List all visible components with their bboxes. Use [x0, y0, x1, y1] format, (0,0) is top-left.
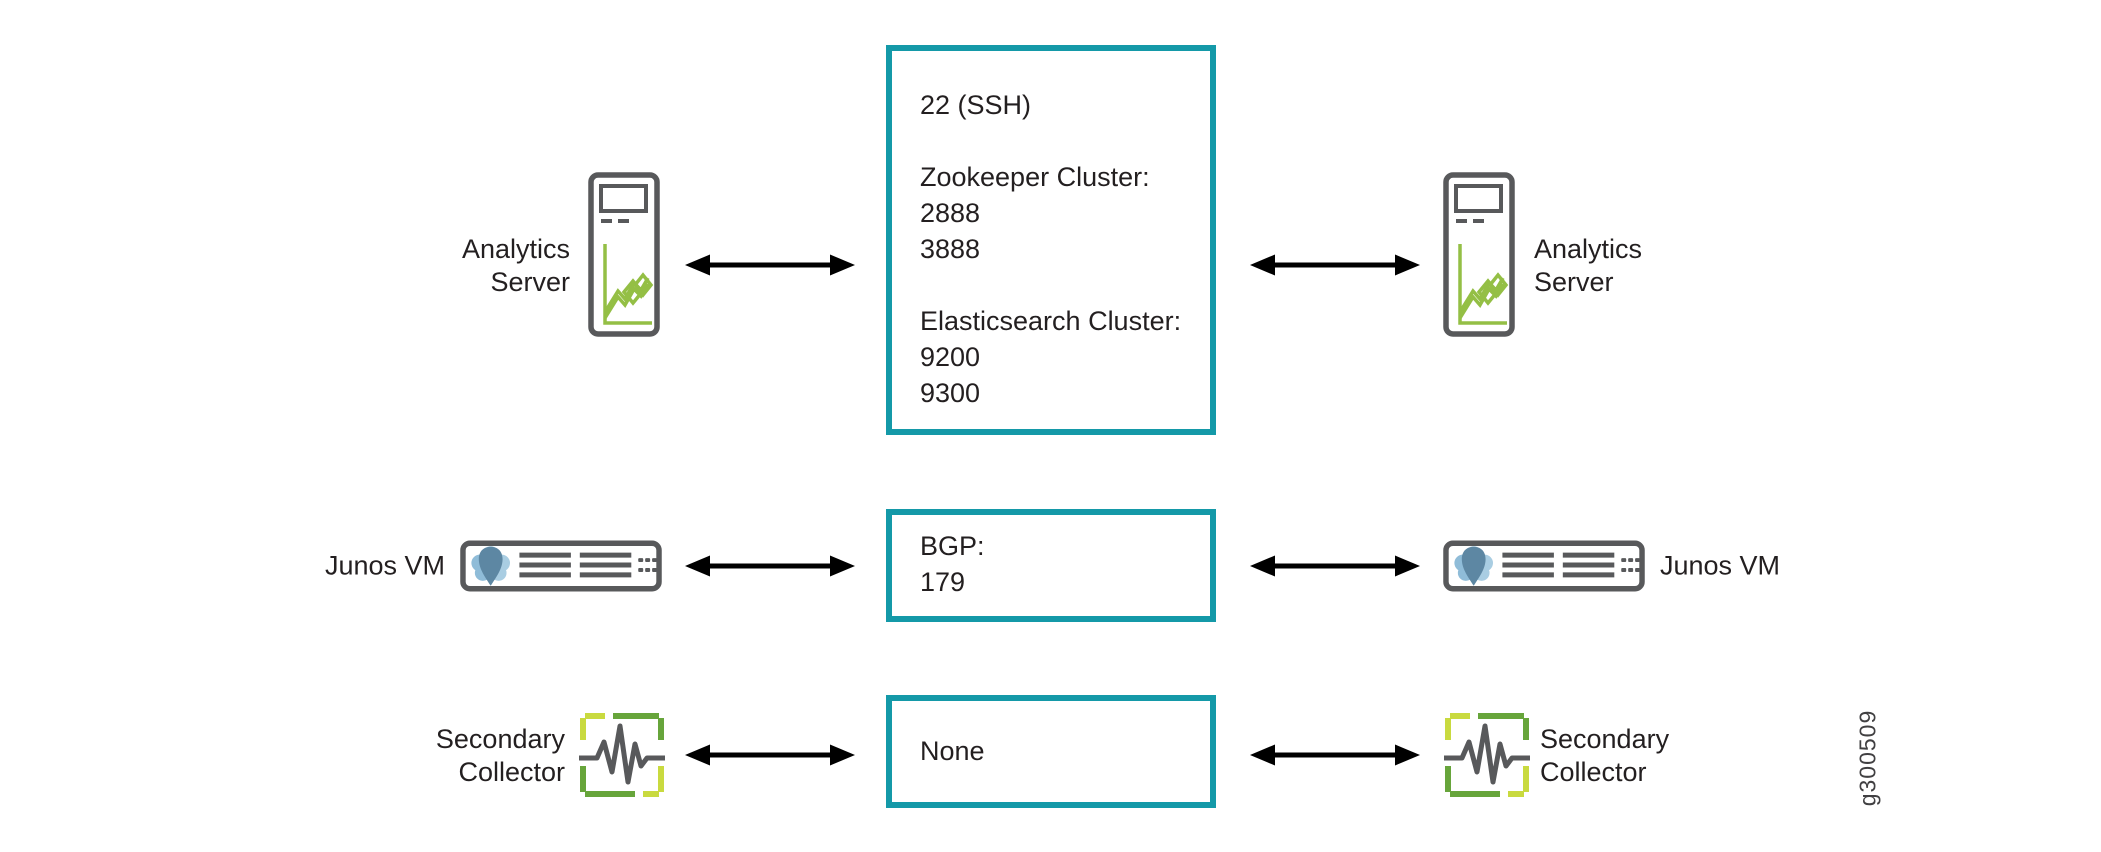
- label-line: Server: [490, 267, 570, 297]
- left-label-secondary-collector: Secondary Collector: [436, 723, 565, 789]
- bidirectional-arrow-icon: [1250, 553, 1420, 579]
- bidirectional-arrow-icon: [685, 553, 855, 579]
- port-entry: 22 (SSH): [920, 90, 1032, 120]
- port-entry: 179: [920, 567, 966, 597]
- port-entry: 9200: [920, 342, 981, 372]
- bidirectional-arrow-icon: [1250, 252, 1420, 278]
- label-line: Secondary: [1540, 724, 1670, 754]
- analytics-server-icon: [1443, 172, 1515, 337]
- label-line: Collector: [1540, 757, 1647, 787]
- label-line: Server: [1534, 267, 1614, 297]
- right-label-junos-vm: Junos VM: [1660, 550, 1780, 583]
- right-label-secondary-collector: Secondary Collector: [1540, 723, 1669, 789]
- port-entry: 9300: [920, 378, 981, 408]
- bidirectional-arrow-icon: [685, 742, 855, 768]
- left-label-junos-vm: Junos VM: [325, 550, 445, 583]
- bidirectional-arrow-icon: [1250, 742, 1420, 768]
- junos-vm-icon: [1443, 540, 1645, 592]
- secondary-collector-icon: [578, 711, 666, 799]
- port-entry: Zookeeper Cluster:: [920, 162, 1150, 192]
- port-entry: 3888: [920, 234, 981, 264]
- label-line: Analytics: [1534, 234, 1643, 264]
- ports-box-secondary-collector: None: [886, 695, 1216, 808]
- port-entry: None: [920, 736, 985, 766]
- secondary-collector-icon: [1443, 711, 1531, 799]
- analytics-server-icon: [588, 172, 660, 337]
- label-line: Collector: [458, 757, 565, 787]
- spacer-line: [920, 267, 1196, 303]
- label-line: Secondary: [435, 724, 565, 754]
- junos-vm-icon: [460, 540, 662, 592]
- right-label-analytics-server: Analytics Server: [1534, 233, 1642, 299]
- ports-box-junos-vm: BGP: 179: [886, 509, 1216, 622]
- bidirectional-arrow-icon: [685, 252, 855, 278]
- spacer-line: [920, 123, 1196, 159]
- port-entry: BGP:: [920, 531, 985, 561]
- ports-box-analytics: 22 (SSH) Zookeeper Cluster: 2888 3888 El…: [886, 45, 1216, 435]
- port-entry: 2888: [920, 198, 981, 228]
- figure-id-watermark: g300509: [1854, 709, 1881, 807]
- port-entry: Elasticsearch Cluster:: [920, 306, 1182, 336]
- label-line: Analytics: [461, 234, 570, 264]
- label-line: Junos VM: [324, 550, 445, 581]
- left-label-analytics-server: Analytics Server: [462, 233, 570, 299]
- label-line: Junos VM: [1660, 550, 1781, 581]
